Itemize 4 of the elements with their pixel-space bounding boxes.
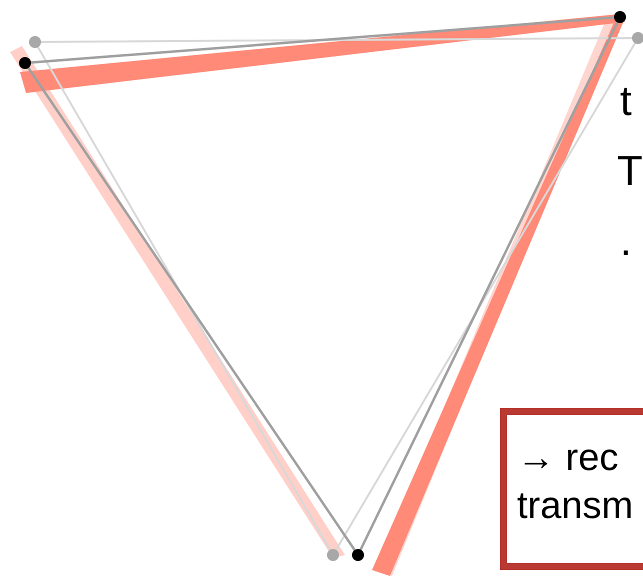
note-box: → rec transm: [500, 408, 643, 570]
text-fragment: .: [620, 220, 632, 262]
text-fragment: t: [620, 80, 632, 122]
text-fragment: T: [617, 150, 643, 192]
